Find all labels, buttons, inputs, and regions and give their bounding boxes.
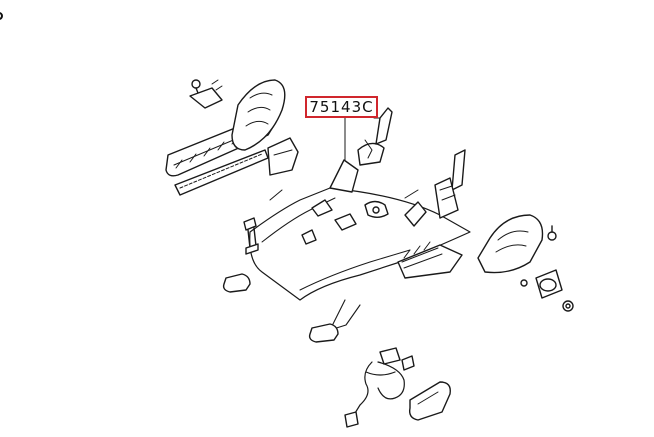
part-number-label: 75143C [309,97,374,116]
right-upright [434,149,466,219]
switch-cover [408,381,451,421]
center-lever-part [329,107,393,193]
recline-knob [520,269,574,312]
frame-clips [301,199,427,245]
seat-frame [249,187,471,331]
part-number-callout[interactable]: 75143C [305,96,378,118]
left-bracket [267,137,299,176]
recliner-cover-left [231,79,286,151]
recliner-cover-right [477,214,557,274]
bolt-left [243,217,259,255]
partial-circle-icon [0,12,3,20]
slide-pads [222,273,339,343]
bolt-top-left [189,79,223,109]
right-rail-bracket [397,241,463,279]
wire-harness [344,347,415,428]
